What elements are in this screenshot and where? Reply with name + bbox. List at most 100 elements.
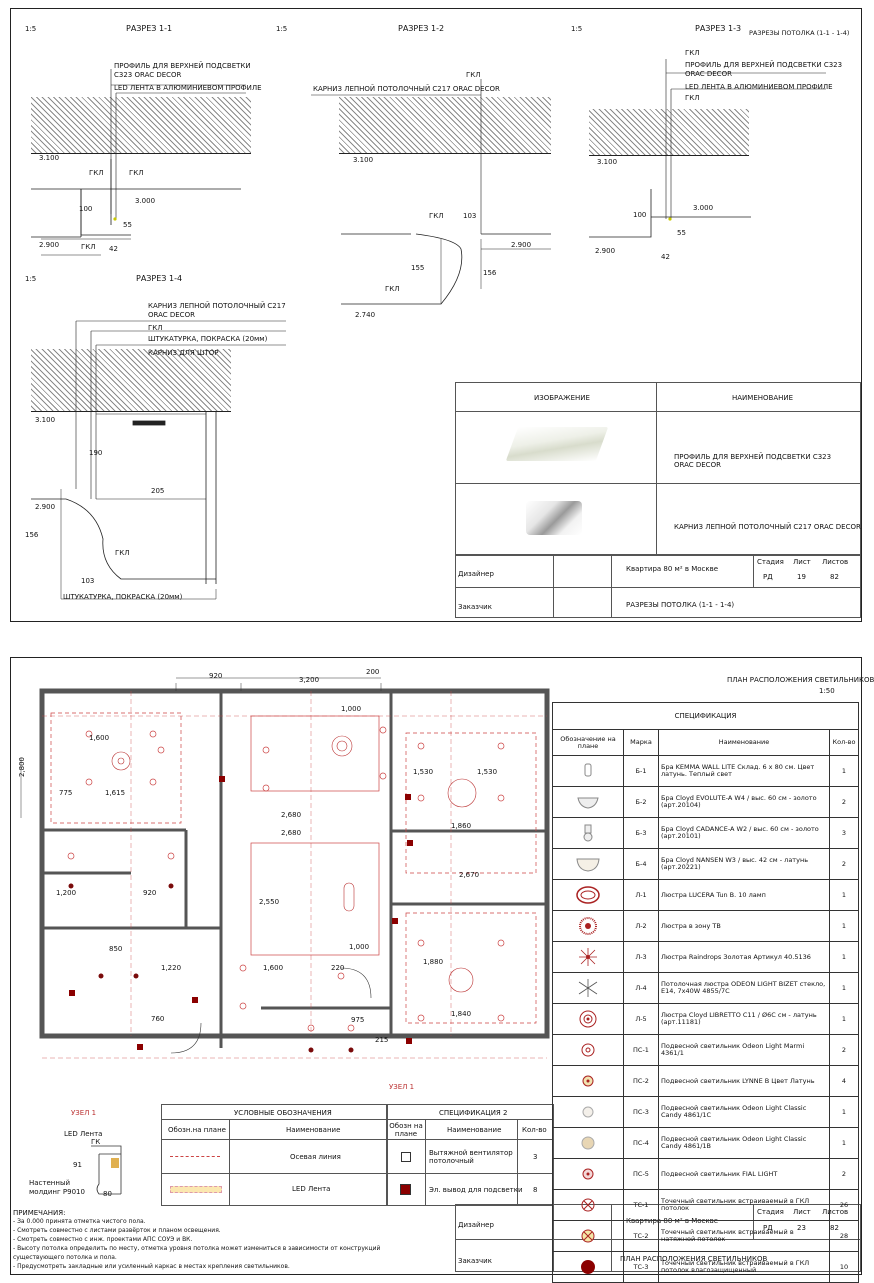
spec2-table: СПЕЦИФИКАЦИЯ 2 Обозн на плане Наименован… [386, 1104, 554, 1206]
scale-label: 1:5 [25, 25, 37, 33]
spec-qty: 1 [829, 972, 859, 1004]
level-mark: 3.000 [135, 197, 156, 205]
label: LED ЛЕНТА В АЛЮМИНИЕВОМ ПРОФИЛЕ [114, 84, 262, 92]
designer-label: Дизайнер [458, 1221, 494, 1229]
note-line: - Смотреть совместно с инж. проектами АП… [13, 1236, 193, 1243]
level-mark: 3.000 [693, 204, 714, 212]
plan-dim: 920 [209, 672, 223, 680]
slab-hatch [31, 349, 231, 412]
spec-name: Потолочная люстра ODEON LIGHT BIZET стек… [658, 972, 830, 1004]
spec-col: Кол-во [829, 729, 859, 756]
dim: 42 [661, 253, 670, 261]
spec-name: Бра KEMMA WALL LITE Склад. 6 x 80 см. Цв… [658, 755, 830, 787]
level-mark: 3.100 [353, 156, 374, 164]
spec-mark: ПС-3 [623, 1096, 659, 1128]
plan-title: ПЛАН РАСПОЛОЖЕНИЯ СВЕТИЛЬНИКОВ [727, 676, 874, 684]
gkl-label: ГКЛ [466, 71, 481, 79]
label: ШТУКАТУРКА, ПОКРАСКА (20мм) [63, 593, 183, 601]
spec-name: Бра Cloyd EVOLUTE-A W4 / выс. 60 см - зо… [658, 786, 830, 818]
spec-qty: 26 [829, 1189, 859, 1221]
spec-name: Люстра Cloyd LIBRETTO C11 / Ø6С см - лат… [658, 1003, 830, 1035]
plan-dim: 1,600 [89, 734, 110, 742]
spot-filled-icon [552, 1251, 624, 1283]
pendant-dot-icon [552, 1065, 624, 1097]
spec-qty: 28 [829, 1220, 859, 1252]
dim: 156 [483, 269, 497, 277]
conventions-col: Обозн.на плане [168, 1126, 226, 1134]
spec-mark: Л-1 [623, 879, 659, 911]
spec-name: Точечный светильник встраиваемый в ГКЛ п… [658, 1251, 830, 1283]
spec-qty: 1 [829, 1003, 859, 1035]
spec-qty: 2 [829, 786, 859, 818]
gkl-label: ГКЛ [148, 324, 163, 332]
spec2-col: Наименование [447, 1126, 502, 1134]
plan-dim: 775 [59, 789, 73, 797]
node-drawing [91, 1145, 122, 1195]
label: КАРНИЗ ДЛЯ ШТОР [148, 349, 219, 357]
legend-col-name: НАИМЕНОВАНИЕ [732, 394, 794, 402]
spec-mark: Л-2 [623, 910, 659, 942]
note-line: - За 0.000 принята отметка чистого пола. [13, 1218, 146, 1225]
label: КАРНИЗ ЛЕПНОЙ ПОТОЛОЧНЫЙ C217 [148, 302, 286, 310]
spec-mark: ТС-2 [623, 1220, 659, 1252]
plan-dim: 1,860 [451, 822, 472, 830]
spec-qty: 1 [829, 1096, 859, 1128]
scale-label: 1:5 [276, 25, 288, 33]
spot-cross-icon [552, 1189, 624, 1221]
sheets-value: 82 [830, 573, 839, 581]
plan-scale: 1:50 [819, 687, 835, 695]
note-line: существующего потолка и пола. [13, 1254, 117, 1261]
plan-dim: 220 [331, 964, 345, 972]
node-dim: 91 [73, 1161, 82, 1169]
plan-dim: 2,670 [459, 871, 480, 879]
spec-qty: 4 [829, 1065, 859, 1097]
scale-label: 1:5 [25, 275, 37, 283]
label: ORAC DECOR [685, 70, 732, 78]
gkl-label: ГКЛ [429, 212, 444, 220]
spec-mark: Б-1 [623, 755, 659, 787]
label: ORAC DECOR [148, 311, 195, 319]
node-led: LED Лента [64, 1130, 103, 1138]
spec-mark: Б-3 [623, 817, 659, 849]
plan-dim: 2,680 [281, 811, 302, 819]
level-mark: 2.900 [35, 503, 56, 511]
gkl-label: ГКЛ [685, 94, 700, 102]
sections-header: РАЗРЕЗЫ ПОТОЛКА (1-1 - 1-4) [749, 29, 850, 37]
spec-name: Люстра LUCERA Tun B. 10 ламп [658, 879, 830, 911]
dim: 190 [89, 449, 103, 457]
sheets-header: Листов [822, 558, 849, 566]
spec-mark: Л-5 [623, 1003, 659, 1035]
spec-name: Точечный светильник встраиваемый в натяж… [658, 1220, 830, 1252]
plan-dim: 2,680 [281, 829, 302, 837]
spec2-col: Обозн на плане [389, 1122, 423, 1138]
plan-dim: 850 [109, 945, 123, 953]
dim: 100 [79, 205, 93, 213]
node-molding: молдинг P9010 [29, 1188, 85, 1196]
dim: 100 [633, 211, 647, 219]
fan-symbol [401, 1152, 411, 1162]
node-molding: Настенный [29, 1179, 71, 1187]
plan-dim: 920 [143, 889, 157, 897]
plan-dim: 1,615 [105, 789, 126, 797]
dim: 103 [81, 577, 95, 585]
sheet-value: 19 [797, 573, 806, 581]
slab-hatch [589, 109, 749, 156]
plan-dim: 1,880 [423, 958, 444, 966]
sheet-lighting-plan: ПЛАН РАСПОЛОЖЕНИЯ СВЕТИЛЬНИКОВ 1:50 [10, 657, 874, 1283]
plan-dim: 200 [366, 668, 380, 676]
profile-c323-image [505, 427, 609, 461]
ceiling-ring-icon [552, 1003, 624, 1035]
level-mark: 2.900 [511, 241, 532, 249]
label: КАРНИЗ ЛЕПНОЙ ПОТОЛОЧНЫЙ C217 ORAC DECOR [313, 85, 500, 93]
spec-mark: Л-4 [623, 972, 659, 1004]
spec-name: Подвесной светильник FIAL LIGHT [658, 1158, 830, 1190]
level-mark: 3.100 [35, 416, 56, 424]
